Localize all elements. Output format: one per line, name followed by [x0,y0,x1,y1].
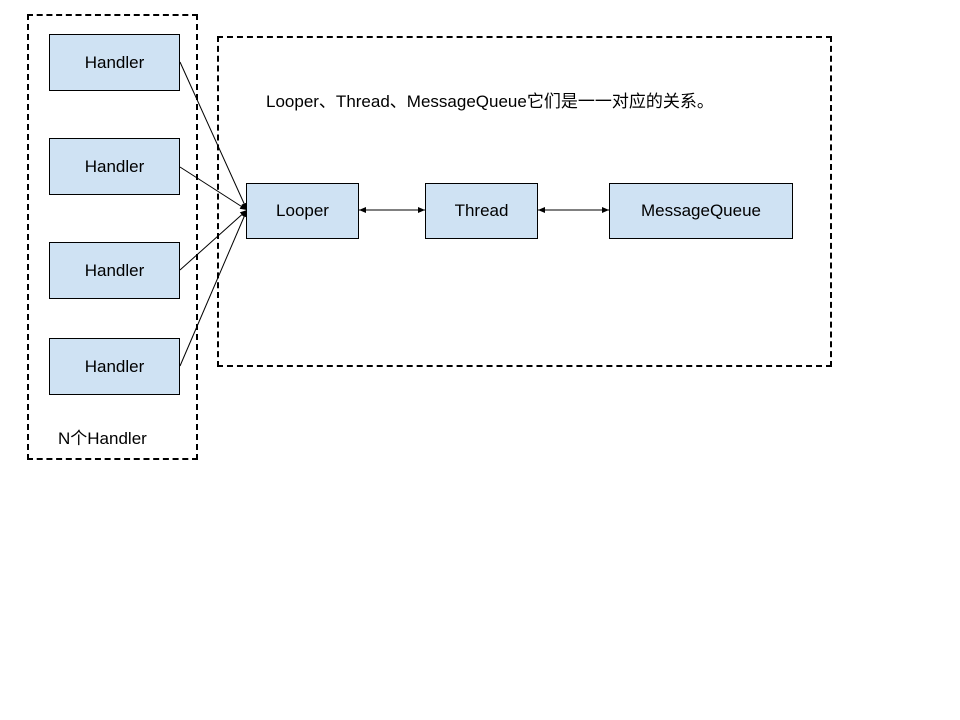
handler-node-2: Handler [49,138,180,195]
handler-node-4: Handler [49,338,180,395]
handler-node-1: Handler [49,34,180,91]
handler-group-caption: N个Handler [58,429,147,448]
handler-node-3: Handler [49,242,180,299]
looper-node: Looper [246,183,359,239]
messagequeue-node: MessageQueue [609,183,793,239]
relationship-note: Looper、Thread、MessageQueue它们是一一对应的关系。 [266,92,714,111]
thread-node: Thread [425,183,538,239]
